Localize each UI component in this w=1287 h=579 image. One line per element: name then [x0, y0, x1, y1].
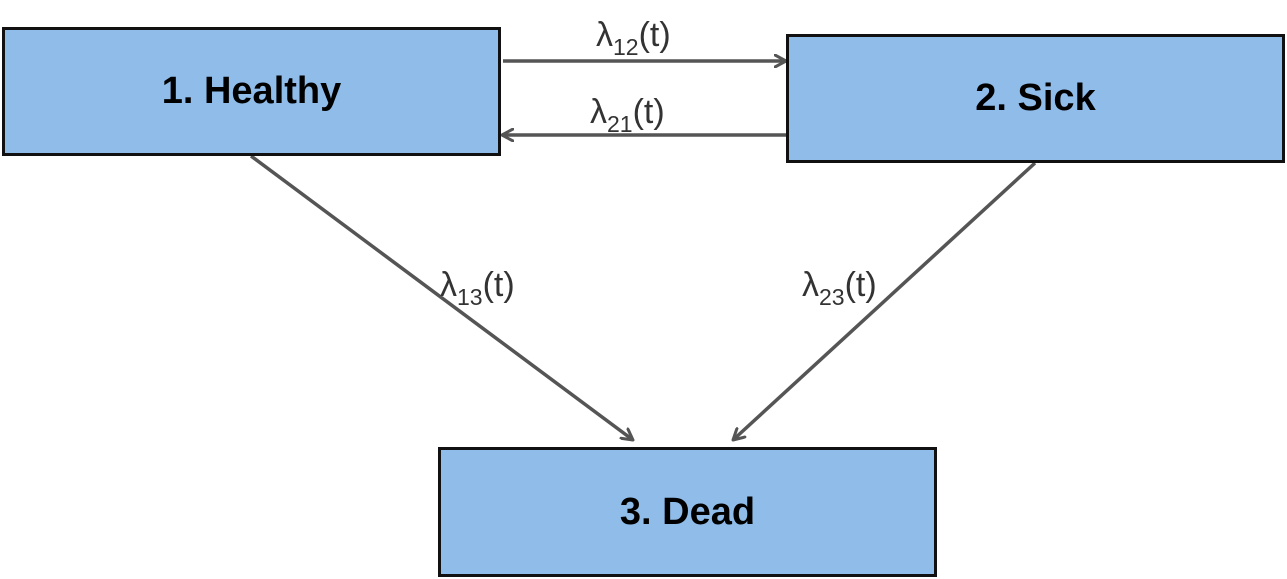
arrow-healthy-to-dead [249, 154, 633, 440]
rate-argument: (t) [844, 266, 877, 304]
state-sick-label: 2. Sick [975, 77, 1096, 119]
state-healthy-box: 1. Healthy [2, 27, 501, 156]
state-sick-box: 2. Sick [786, 34, 1285, 163]
arrow-sick-to-dead [733, 161, 1037, 440]
rate-index: 23 [819, 284, 845, 310]
rate-label-sick-to-healthy: λ21(t) [590, 93, 665, 136]
rate-symbol: λ [596, 16, 613, 54]
rate-label-healthy-to-sick: λ12(t) [596, 16, 671, 59]
rate-symbol: λ [802, 266, 819, 304]
state-dead-label: 3. Dead [619, 490, 756, 533]
rate-symbol: λ [590, 93, 607, 131]
rate-symbol: λ [440, 266, 457, 304]
rate-index: 21 [607, 111, 633, 137]
state-dead-box: 3. Dead [438, 447, 937, 577]
rate-label-healthy-to-dead: λ13(t) [440, 266, 515, 309]
rate-index: 13 [457, 284, 483, 310]
state-healthy-label: 1. Healthy [161, 70, 342, 112]
rate-label-sick-to-dead: λ23(t) [802, 266, 877, 309]
rate-index: 12 [613, 34, 639, 60]
rate-argument: (t) [482, 266, 515, 304]
rate-argument: (t) [638, 16, 671, 54]
rate-argument: (t) [632, 93, 665, 131]
